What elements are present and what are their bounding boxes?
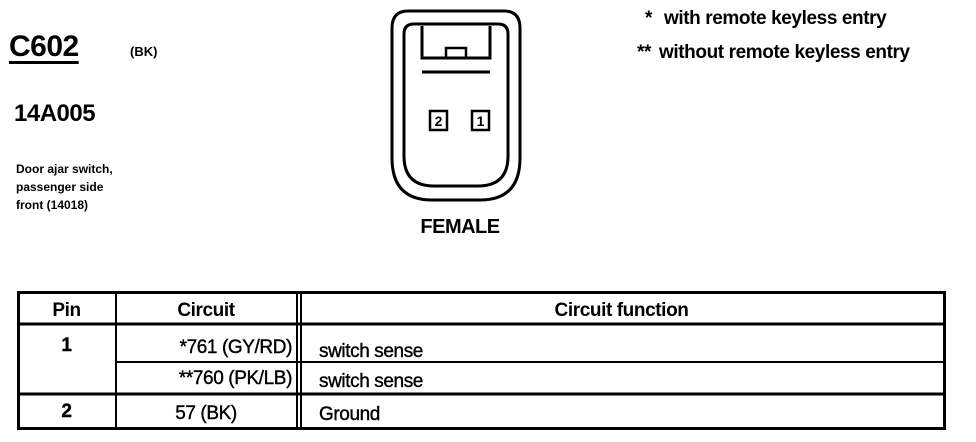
legend-mark: ** <box>637 42 651 63</box>
table-cell-pin: 1 <box>61 335 72 356</box>
description-line: passenger side <box>16 180 104 194</box>
table-header-circuit: Circuit <box>177 300 235 321</box>
pin-1-cavity <box>470 109 491 132</box>
component-description: Door ajar switch, passenger side front (… <box>16 160 186 214</box>
legend-mark: * <box>645 8 652 29</box>
latch-tab <box>444 46 468 58</box>
connector-id: C602 <box>9 30 79 63</box>
table-cell-function: Ground <box>319 404 381 425</box>
legend-text: with remote keyless entry <box>664 8 887 29</box>
table-cell-pin: 2 <box>61 401 72 422</box>
part-number: 14A005 <box>14 100 96 127</box>
connector-gender: FEMALE <box>420 216 500 238</box>
table-header-function: Circuit function <box>554 300 689 321</box>
table-cell-circuit: **760 (PK/LB) <box>178 368 293 389</box>
pin-table: Pin Circuit Circuit function 1 *761 (GY/… <box>17 291 946 430</box>
pin-table-grid <box>17 291 946 430</box>
table-cell-function: switch sense <box>319 371 424 392</box>
table-cell-function: switch sense <box>319 341 424 362</box>
table-cell-circuit: 57 (BK) <box>175 403 237 424</box>
legend-text: without remote keyless entry <box>659 42 910 63</box>
pin-2-cavity <box>428 109 449 132</box>
legend-item: * with remote keyless entry <box>645 8 887 30</box>
pin-1-number: 1 <box>477 113 485 129</box>
connector-color: (BK) <box>130 44 158 59</box>
table-header-pin: Pin <box>52 300 81 321</box>
connector-latch <box>420 26 492 60</box>
description-line: front (14018) <box>16 198 89 212</box>
legend-item: ** without remote keyless entry <box>637 42 910 64</box>
connector-face-diagram: 2 1 <box>390 9 522 202</box>
description-line: Door ajar switch, <box>16 162 113 176</box>
connector-outer-shell <box>390 9 522 202</box>
table-cell-circuit: *761 (GY/RD) <box>179 337 292 358</box>
pin-2-number: 2 <box>435 113 443 129</box>
connector-inner-body <box>402 22 510 188</box>
